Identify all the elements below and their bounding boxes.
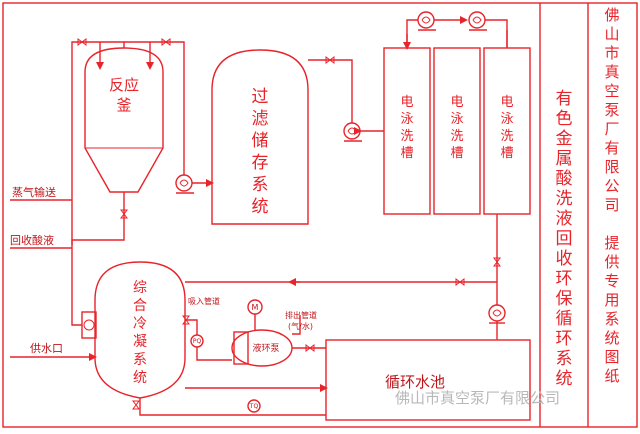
steam-label: 蒸气输送 xyxy=(12,185,56,199)
circulating-pool xyxy=(325,339,531,421)
tank-3-label: 电泳洗槽 xyxy=(500,95,513,161)
tq-label: TQ xyxy=(249,403,259,410)
filter-storage-label: 过滤储存系统 xyxy=(252,87,269,217)
pump-icon xyxy=(468,11,487,31)
filter-storage-tank xyxy=(211,49,309,225)
water-in-label: 供水口 xyxy=(30,341,63,355)
tank-1-label: 电泳洗槽 xyxy=(400,95,413,161)
pump-icon xyxy=(175,174,194,194)
pump-icon xyxy=(417,11,436,31)
pump-icon xyxy=(343,122,362,142)
acid-return-label: 回收酸液 xyxy=(10,233,54,247)
motor-label: M xyxy=(252,303,259,312)
reactor-label: 反应釜 xyxy=(109,76,139,114)
outlet-pipe-label: 排出管道 xyxy=(285,310,317,320)
tank-2 xyxy=(433,47,481,215)
liquid-ring-pump-label: 液环泵 xyxy=(252,342,279,354)
valve-icon xyxy=(77,38,501,410)
pool-label: 循环水池 xyxy=(385,373,445,391)
tq-gauge xyxy=(247,399,261,413)
reactor-vessel xyxy=(84,47,164,193)
watermark: 佛山市真空泵厂有限公司 xyxy=(395,389,560,407)
outlet-pipe-sub-label: (气/水) xyxy=(288,321,313,331)
company-title: 佛山市真空泵厂有限公司 提供专用系统图纸 xyxy=(604,6,619,385)
outer-frame xyxy=(2,2,638,428)
pq-label: PQ xyxy=(193,338,202,345)
piping xyxy=(10,16,508,416)
condenser-label: 综合冷凝系统 xyxy=(133,280,147,386)
pump-icon xyxy=(488,304,506,324)
liquid-ring-pump xyxy=(231,299,293,367)
tank-2-label: 电泳洗槽 xyxy=(450,95,463,161)
main-title: 有色金属酸洗液回收环保循环系统 xyxy=(556,89,573,389)
inlet-pipe-label: 吸入管道 xyxy=(188,296,220,306)
